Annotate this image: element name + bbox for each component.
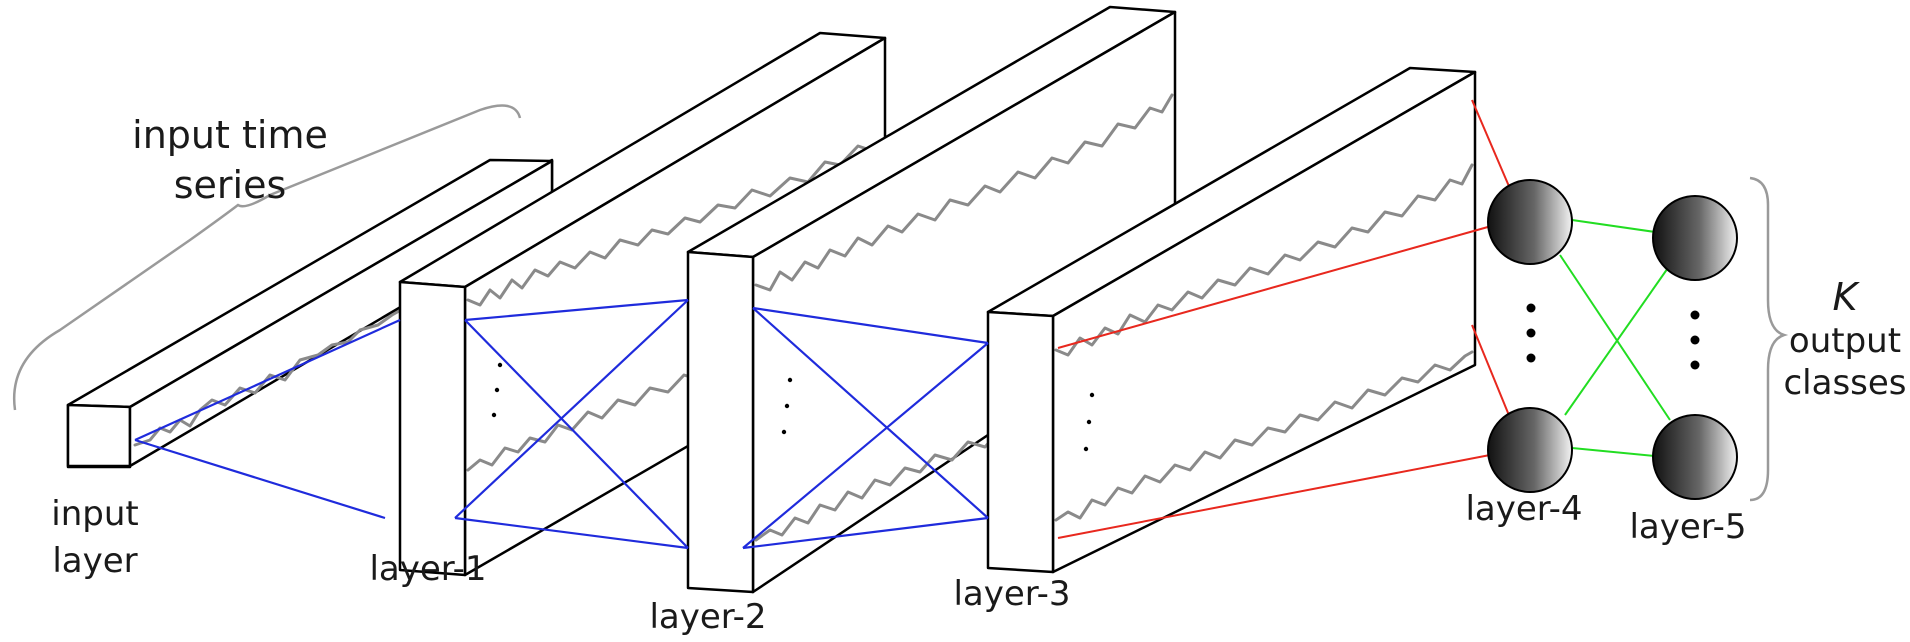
layer5-node-top xyxy=(1652,195,1738,281)
layer4-label: layer-4 xyxy=(1465,489,1582,529)
connection-line xyxy=(1559,254,1671,421)
connection-line xyxy=(134,438,386,520)
connection-line xyxy=(1471,324,1516,431)
layer5-ellipsis-dot xyxy=(1690,335,1700,345)
layer3-label: layer-3 xyxy=(953,574,1070,614)
connection-line xyxy=(1057,224,1496,349)
layer4-node-bottom xyxy=(1487,407,1573,493)
layer3-ellipsis-dot xyxy=(1083,446,1089,452)
connection-line xyxy=(752,306,989,345)
input-layer-label-line1: input xyxy=(51,494,138,534)
connection-line xyxy=(1057,454,1491,539)
layer3-wave-bottom xyxy=(1054,350,1474,522)
layer2-wave-top xyxy=(754,93,1174,292)
layer4-ellipsis-dot xyxy=(1526,328,1536,338)
connection-line xyxy=(742,342,989,549)
layer2-box xyxy=(686,5,1177,594)
layer1-ellipsis-dot xyxy=(497,362,503,368)
input-time-series-label-line2: series xyxy=(174,163,287,207)
layer1-label: layer-1 xyxy=(369,549,486,589)
connection-line xyxy=(752,307,989,519)
connection-line xyxy=(742,516,989,550)
input-series-brace xyxy=(12,104,522,411)
layer5-node-bottom xyxy=(1652,414,1738,500)
output-classes-label-line1: output xyxy=(1789,321,1901,361)
fc-connections-in xyxy=(1057,99,1518,539)
layer5-ellipsis-dot xyxy=(1690,310,1700,320)
conv-connections xyxy=(134,298,989,550)
input-layer-label-line2: layer xyxy=(52,541,137,581)
layer1-wave-top xyxy=(466,138,884,307)
fc-connections-out xyxy=(1559,219,1671,457)
layer3-ellipsis-dot xyxy=(1089,392,1095,398)
connection-line xyxy=(464,319,689,549)
layer3-ellipsis-dot xyxy=(1086,419,1092,425)
layer4-node-top xyxy=(1487,179,1573,265)
layer2-ellipsis-dot xyxy=(781,429,787,435)
connection-line xyxy=(454,516,689,550)
connection-line xyxy=(134,318,401,442)
layer4-ellipsis-dot xyxy=(1526,303,1536,313)
connection-line xyxy=(1564,264,1671,416)
layer5-label: layer-5 xyxy=(1629,507,1746,547)
connection-line xyxy=(1571,219,1656,233)
layer4-ellipsis-dot xyxy=(1526,353,1536,363)
output-classes-label-line2: classes xyxy=(1783,363,1906,403)
input-time-series-label-line1: input time xyxy=(132,113,328,157)
layer2-ellipsis-dot xyxy=(784,403,790,409)
output-classes-brace xyxy=(1749,176,1789,502)
layer2-ellipsis-dot xyxy=(787,377,793,383)
connection-line xyxy=(1571,447,1656,457)
layer3-box xyxy=(986,66,1477,574)
layer1-ellipsis-dot xyxy=(494,387,500,393)
k-symbol-label: K xyxy=(1833,275,1861,319)
layer2-label: layer-2 xyxy=(649,597,766,637)
layer1-ellipsis-dot xyxy=(491,412,497,418)
connection-line xyxy=(464,298,689,322)
connection-line xyxy=(454,299,689,519)
layer5-ellipsis-dot xyxy=(1690,360,1700,370)
